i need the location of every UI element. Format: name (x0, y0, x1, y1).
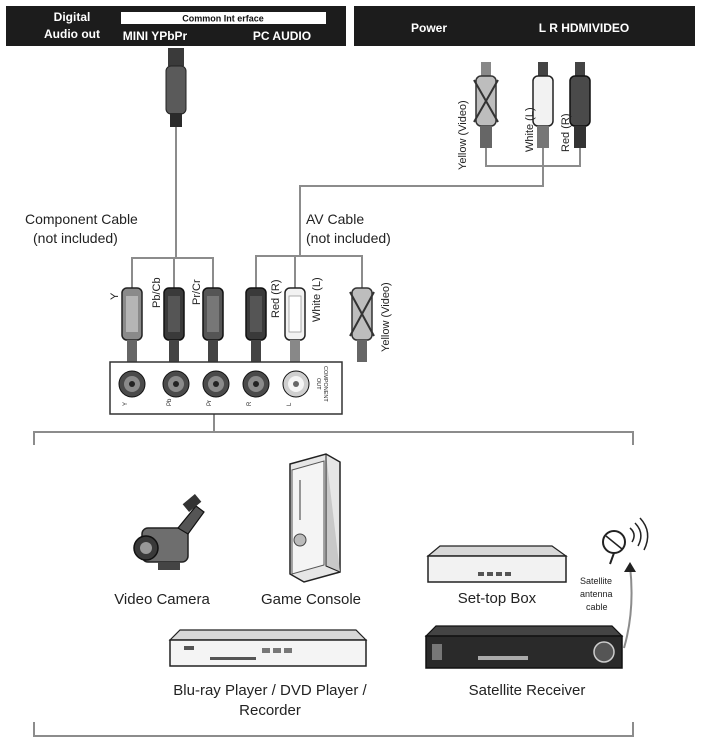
top-red-plug (569, 62, 591, 148)
jack-label-pr: Pr (207, 400, 213, 406)
plug-pr-label: Pr/Cr (191, 279, 203, 305)
set-top-box-label: Set-top Box (458, 590, 537, 607)
bluray-label-2: Recorder (239, 702, 301, 719)
plug-yellow-label: Yellow (Video) (380, 282, 392, 352)
plug-white (284, 287, 306, 362)
jack-l (282, 370, 310, 398)
plug-red-label: Red (R) (270, 279, 282, 318)
jack-y (118, 370, 146, 398)
jack-label-l: L (287, 402, 293, 406)
cable-lines (33, 126, 634, 737)
plug-y-label: Y (109, 292, 121, 300)
jack-r (242, 370, 270, 398)
av-cable-label: AV Cable (306, 211, 364, 227)
common-interface-label: Common Int erface (182, 14, 264, 24)
set-top-box-icon (426, 545, 568, 583)
game-console-icon (289, 453, 341, 583)
top-red-label: Red (R) (560, 113, 572, 152)
mini-ypbpr-label: MINI YPbPr (123, 29, 188, 43)
jack-pr (202, 370, 230, 398)
game-console-label: Game Console (261, 591, 361, 608)
ports-label: L R HDMIVIDEO (539, 21, 629, 35)
component-label: COMPONENT (322, 366, 328, 402)
satellite-receiver-icon (424, 625, 624, 669)
video-camera-icon (133, 494, 205, 570)
plug-yellow (349, 287, 375, 362)
audio-out-label: Audio out (44, 27, 100, 41)
satellite-antenna-label-2: antenna (580, 589, 613, 599)
pc-audio-label: PC AUDIO (253, 29, 311, 43)
power-label: Power (411, 21, 447, 35)
jack-label-r: R (247, 401, 253, 406)
video-camera-label: Video Camera (114, 591, 210, 608)
bluray-label-1: Blu-ray Player / DVD Player / (173, 682, 367, 699)
satellite-antenna-label-3: cable (586, 602, 608, 612)
lower-plugs: Y Pb/Cb Pr/Cr Red (R) White (L) Yellow (… (109, 277, 392, 362)
out-label: OUT (315, 378, 321, 390)
tv-right-panel: Power L R HDMIVIDEO (354, 6, 695, 46)
satellite-dish-icon (602, 517, 649, 572)
digital-label: Digital (54, 10, 91, 24)
jack-label-pb: Pb (167, 398, 173, 406)
bluray-player-icon (168, 629, 368, 667)
top-white-label: White (L) (524, 107, 536, 152)
plug-pb-label: Pb/Cb (151, 277, 163, 308)
plug-red (245, 287, 267, 362)
top-component-plug (165, 48, 187, 127)
jack-label-y: Y (123, 402, 129, 406)
top-yellow-plug (473, 62, 499, 148)
jack-pb (162, 370, 190, 398)
component-out-panel: Y Pb Pr R L COMPONENT OUT (109, 361, 343, 415)
component-cable-label: Component Cable (25, 211, 138, 227)
top-white-plug (532, 62, 554, 148)
tv-left-panel: Common Int erface Digital Audio out MINI… (6, 6, 346, 46)
plug-pr (202, 287, 224, 362)
top-yellow-label: Yellow (Video) (457, 100, 469, 170)
plug-white-label: White (L) (311, 277, 323, 322)
plug-y (121, 287, 143, 362)
component-cable-note: (not included) (33, 230, 118, 246)
top-av-plugs: Yellow (Video) White (L) Red (R) (457, 62, 591, 170)
satellite-antenna-label-1: Satellite (580, 576, 612, 586)
av-cable-note: (not included) (306, 230, 391, 246)
plug-pb (163, 287, 185, 362)
satellite-receiver-label: Satellite Receiver (469, 682, 586, 699)
